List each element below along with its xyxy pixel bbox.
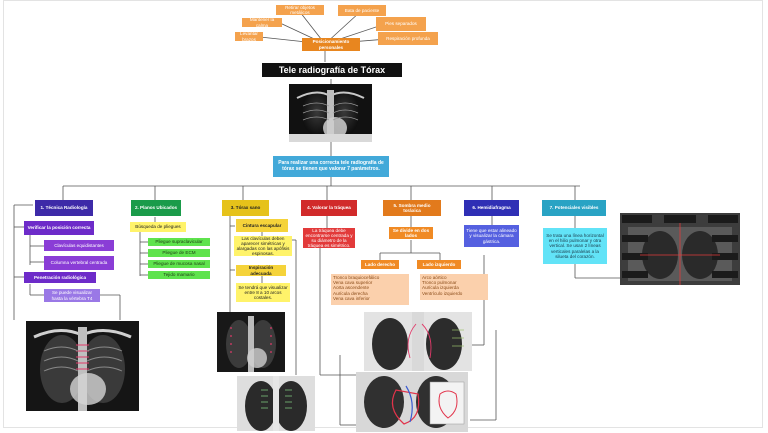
list-item: Ventrículo izquierdo — [422, 290, 463, 296]
chest-xray-mediastinum — [364, 312, 472, 371]
top-hub: Posicionamiento personales — [302, 38, 360, 51]
col5-head: Se divide en dos lados — [389, 227, 433, 239]
list-item: Aurícula izquierda — [422, 285, 459, 291]
col1-penetration-box: Penetración radiológica — [24, 272, 96, 283]
col2-head: Búsqueda de pliegues — [130, 222, 186, 232]
category-7: 7. Potenciales visibles — [542, 200, 606, 216]
list-item: Aorta ascendente — [333, 285, 370, 291]
page-title: Tele radiografía de Tórax — [262, 63, 402, 77]
col3-cintura-desc: Las clavículas deben aparecer simétricas… — [234, 236, 292, 256]
col5-right-label: Lado izquierdo — [417, 260, 461, 269]
category-4: 4. Valorar la tráquea — [301, 200, 357, 216]
chest-xray-main — [289, 84, 372, 142]
category-1: 1. Técnica Radiología — [35, 200, 93, 216]
col7-desc: Se trata una línea horizontal en el hili… — [543, 228, 607, 264]
list-item: Tronco braquiocefálico — [333, 275, 380, 280]
top-item-3: Mantener la calma — [242, 18, 282, 27]
col3-inspiracion-desc: Se tendrá que visualizar entre 8 a 10 ar… — [236, 283, 290, 302]
list-item: Arco aórtico — [422, 275, 447, 280]
col3-inspiracion: Inspiración adecuada — [236, 265, 286, 276]
category-2: 2. Planos Ubicados — [131, 200, 181, 216]
chest-xray-ribs — [237, 376, 315, 431]
top-item-5: Levantar brazos — [235, 32, 263, 41]
col2-item-4: Tejido mamario — [148, 271, 210, 279]
chest-xray-heart — [356, 372, 468, 432]
col2-item-2: Pliegue de ECM — [148, 249, 210, 257]
category-3: 3. Tórax sano — [222, 200, 269, 216]
category-5: 5. Sombra medio toráxica — [383, 200, 441, 216]
col1-item-2: Columna vertebral centrada — [44, 256, 114, 270]
col1-item-1: Clavículas equidistantes — [44, 240, 114, 251]
col1-position-box: Verificar la posición correcta — [24, 221, 94, 235]
list-item: Vena cava superior — [333, 280, 373, 286]
list-item: Aurícula derecha — [333, 290, 368, 296]
col2-item-1: Pliegue supraclavicular — [148, 238, 210, 246]
col1-penetration-desc: Se puede visualizar hasta la vértebra T4 — [44, 289, 100, 302]
col5-left-label: Lado derecho — [361, 260, 399, 269]
chest-xray-healthy — [217, 312, 285, 372]
col6-desc: Tiene que estar alineado y visualizar la… — [464, 225, 519, 247]
col2-item-3: Pliegue de mucosa nasal — [148, 260, 210, 268]
top-item-2: Bata de paciente — [338, 5, 386, 16]
top-item-6: Respiración profunda — [378, 32, 438, 45]
list-item: Tronco pulmonar — [422, 280, 457, 286]
col4-desc: La tráquea debe encontrarse centrada y s… — [303, 228, 355, 248]
question-box: Para realizar una correcta tele radiogra… — [273, 156, 389, 177]
col5-left-list: Tronco braquiocefálico Vena cava superio… — [331, 274, 409, 305]
list-item: Vena cava inferior — [333, 295, 370, 301]
chest-xray-technique — [26, 321, 139, 411]
chest-xray-potenciales — [620, 213, 740, 285]
category-6: 6. Hemidiafragma — [464, 200, 519, 216]
col5-right-list: Arco aórtico Tronco pulmonar Aurícula iz… — [420, 274, 488, 300]
top-item-4: Pies separados — [376, 17, 426, 31]
col3-cintura: Cintura escapular — [236, 219, 288, 232]
top-item-1: Retirar objetos metálicos — [276, 5, 324, 15]
